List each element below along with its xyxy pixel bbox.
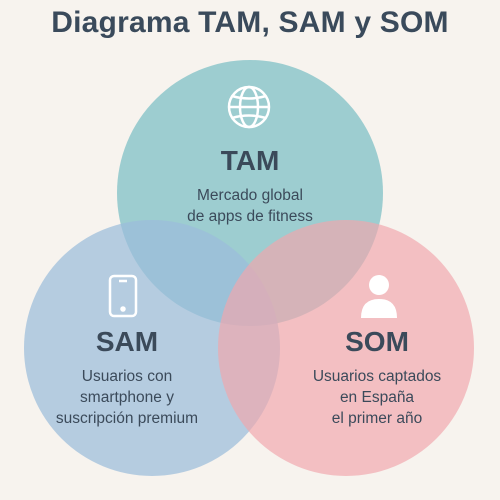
som-desc-line: en España [339,389,415,406]
sam-heading: SAM [95,326,159,357]
sam-desc-line: suscripción premium [55,410,199,427]
sam-desc-line: Usuarios con [81,368,173,385]
diagram-title: Diagrama TAM, SAM y SOM [51,6,449,39]
tam-heading: TAM [220,145,280,176]
sam-desc-line: smartphone y [80,389,174,406]
som-desc-line: Usuarios captados [312,368,442,385]
user-icon [361,275,397,318]
globe-icon [227,85,271,129]
smartphone-icon [108,274,138,318]
sam-circle [24,220,280,476]
som-label-block: SOM Usuarios captados en España el prime… [292,326,462,429]
som-circle [218,220,474,476]
sam-label-block: SAM Usuarios con smartphone y suscripció… [42,326,212,429]
tam-desc-line: de apps de fitness [187,208,313,225]
som-heading: SOM [345,326,409,357]
tam-desc-line: Mercado global [197,187,303,204]
tam-label-block: TAM Mercado global de apps de fitness [150,145,350,227]
som-desc-line: el primer año [331,410,423,427]
